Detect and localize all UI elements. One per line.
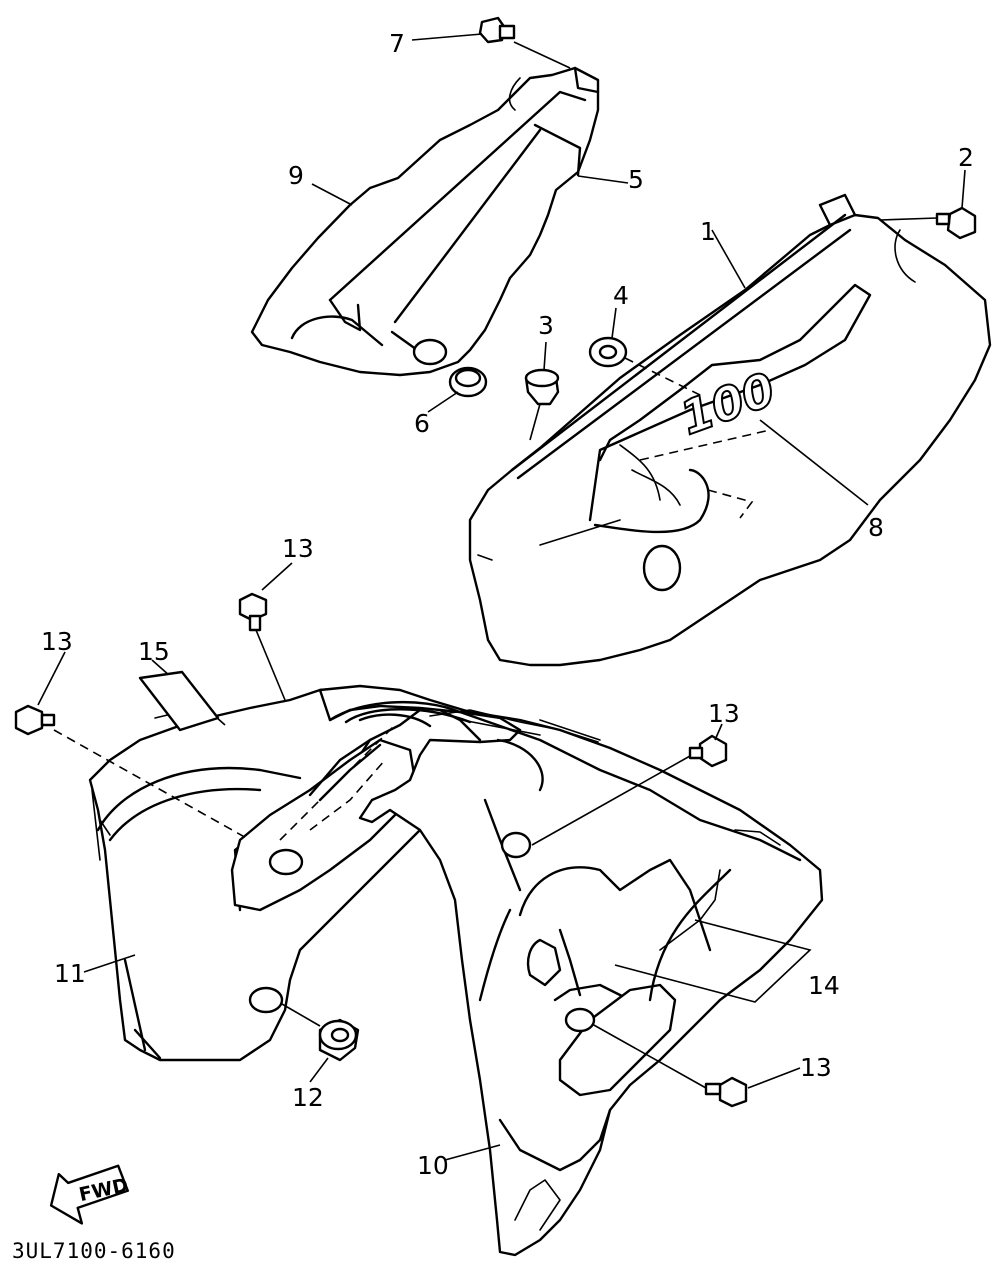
upper-side-panel-part-9 — [250, 66, 600, 377]
right-shroud-part-10 — [318, 684, 824, 1257]
bolt-part-13-top — [238, 592, 286, 701]
grommet-part-6 — [448, 366, 488, 398]
bolt-part-7 — [478, 16, 571, 69]
grommet-part-4 — [588, 336, 701, 396]
callout-1: 1 — [700, 217, 716, 246]
bolt-part-13-left — [14, 704, 251, 841]
fwd-direction-arrow: FWD — [49, 1164, 130, 1225]
callout-6: 6 — [414, 409, 430, 438]
grommet-part-3 — [524, 368, 560, 441]
callout-13-right-lower: 13 — [800, 1053, 832, 1082]
callout-4: 4 — [613, 281, 629, 310]
callout-15: 15 — [138, 637, 170, 666]
callout-11: 11 — [54, 959, 86, 988]
drawing-code: 3UL7100-6160 — [12, 1239, 176, 1263]
callout-13-right-upper: 13 — [708, 699, 740, 728]
side-cover-part-1: 100 — [468, 193, 992, 667]
callout-9: 9 — [288, 161, 304, 190]
callout-13-left: 13 — [41, 627, 73, 656]
callout-14: 14 — [808, 971, 840, 1000]
callout-13-top: 13 — [282, 534, 314, 563]
bolt-part-13-right-lower — [591, 1023, 748, 1108]
callout-10: 10 — [417, 1151, 449, 1180]
panel-bracket-part-5 — [390, 123, 582, 366]
callout-7: 7 — [389, 29, 405, 58]
grommet-part-12 — [248, 986, 360, 1062]
callout-leaders — [37, 33, 966, 1161]
callout-12: 12 — [292, 1083, 324, 1112]
left-shroud-part-11 — [88, 686, 482, 1062]
callout-labels: 7 9 5 1 2 4 3 6 8 13 13 15 13 11 14 12 1… — [41, 29, 974, 1180]
callout-2: 2 — [958, 143, 974, 172]
callout-8: 8 — [868, 513, 884, 542]
bolt-part-13-right-upper — [531, 734, 728, 846]
callout-5: 5 — [628, 165, 644, 194]
callout-3: 3 — [538, 311, 554, 340]
